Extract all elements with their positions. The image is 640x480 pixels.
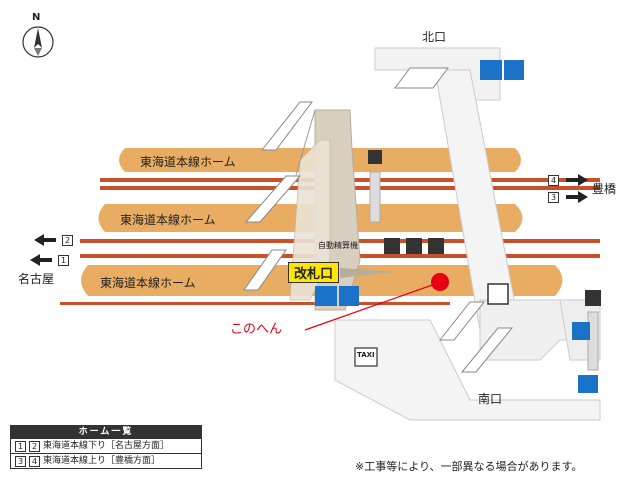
track-4-badge: 4 [548, 175, 559, 186]
staircases [243, 67, 514, 373]
toilet-icon [315, 60, 598, 393]
track-3-badge: 3 [548, 192, 559, 203]
north-exit-label: 北口 [422, 30, 447, 44]
track-1-badge: 1 [58, 255, 69, 266]
facility-icons [368, 150, 601, 306]
platform-legend: ホーム一覧 1 2 東海道本線下り［名古屋方面］ 3 4 東海道本線上り［豊橋方… [10, 425, 202, 469]
annotation-line [304, 282, 439, 331]
legend-box: 2 [29, 440, 40, 452]
compass-icon [22, 26, 54, 58]
compass-label: N [32, 12, 41, 23]
legend-row-1: 1 2 東海道本線下り［名古屋方面］ [11, 438, 201, 453]
legend-title: ホーム一覧 [11, 426, 201, 438]
legend-box: 3 [15, 455, 26, 467]
platform-label-2: 東海道本線ホーム [120, 213, 216, 227]
current-location-marker [431, 273, 449, 291]
legend-box: 1 [15, 440, 26, 452]
elevators [369, 171, 599, 371]
disclaimer-note: ※工事等により、一部異なる場合があります。 [355, 460, 583, 473]
direction-arrows [30, 174, 588, 266]
legend-text: 東海道本線上り［豊橋方面］ [43, 456, 161, 466]
south-exit-label: 南口 [478, 392, 503, 406]
ticket-gate-label: 改札口 [288, 262, 340, 283]
annotation-text: このへん [230, 322, 283, 337]
gate-pointer [340, 268, 395, 278]
concourse [289, 109, 361, 311]
taxi-sign [354, 347, 378, 367]
fare-machine-label: 自動精算機 [318, 241, 358, 250]
platform-label-3: 東海道本線ホーム [100, 276, 196, 290]
legend-row-2: 3 4 東海道本線上り［豊橋方面］ [11, 453, 201, 468]
legend-box: 4 [29, 455, 40, 467]
taxi-label: TAXI [357, 351, 375, 359]
wheelchair-icon [572, 322, 590, 340]
platform-label-1: 東海道本線ホーム [140, 155, 236, 169]
track-2-badge: 2 [62, 235, 73, 246]
legend-text: 東海道本線下り［名古屋方面］ [43, 441, 170, 451]
destination-east: 豊橋 [592, 182, 617, 196]
destination-west: 名古屋 [18, 272, 55, 286]
